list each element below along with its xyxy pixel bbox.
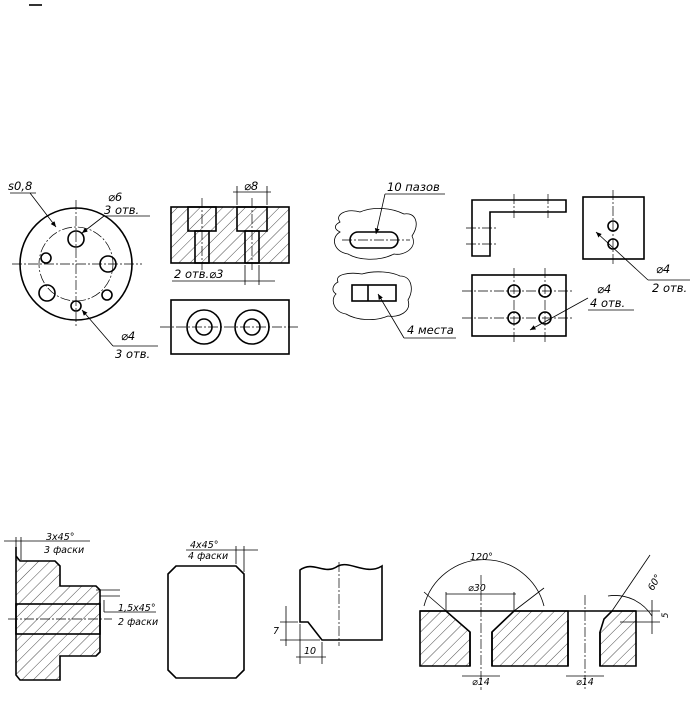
hole-small bbox=[70, 300, 82, 312]
label-chamfer3-count: 4 фаски bbox=[188, 551, 228, 562]
label-chamfer1-count: 3 фаски bbox=[44, 545, 84, 556]
plan-bore bbox=[186, 309, 222, 345]
leader-holes-a bbox=[595, 231, 649, 281]
label-chamfer2-count: 2 фаски bbox=[118, 617, 158, 628]
section-right bbox=[599, 610, 637, 667]
label-cs-d: ⌀30 bbox=[468, 583, 486, 594]
panel-d-bracket: ⌀4 2 отв. ⌀4 4 отв. bbox=[462, 190, 690, 342]
side-hole bbox=[607, 220, 619, 232]
base-hole bbox=[538, 284, 552, 298]
side-plate bbox=[582, 196, 645, 260]
label-step-w: 10 bbox=[304, 646, 316, 657]
step-profile bbox=[299, 563, 383, 641]
label-thickness: s0,8 bbox=[8, 179, 32, 193]
hole-small bbox=[40, 252, 52, 264]
label-hole-large-d: ⌀6 bbox=[108, 190, 122, 204]
label-bottom-note: 2 отв.⌀3 bbox=[174, 267, 223, 281]
label-holes-a-n: 2 отв. bbox=[652, 281, 687, 295]
label-cs-hole-d: ⌀14 bbox=[472, 677, 490, 688]
angle-leg bbox=[513, 587, 545, 612]
section-body bbox=[170, 206, 290, 264]
angle-leg bbox=[611, 554, 651, 612]
panel-b-block: ⌀8 2 отв.⌀3 bbox=[160, 179, 298, 355]
plate-outline bbox=[167, 565, 245, 679]
bracket-profile bbox=[471, 199, 567, 257]
hole-large bbox=[99, 255, 117, 273]
base-plate bbox=[471, 274, 567, 337]
hole-large bbox=[38, 284, 56, 302]
leader-hole-large bbox=[81, 215, 105, 234]
panel-c-slots: 10 пазов 4 места bbox=[332, 180, 456, 339]
plan-bore bbox=[195, 318, 213, 336]
label-chamfer1-size: 3x45° bbox=[46, 532, 75, 543]
base-hole bbox=[507, 284, 521, 298]
angle-arc-60 bbox=[607, 595, 653, 617]
part-chamfered-plate: 4x45° 4 фаски bbox=[167, 540, 258, 679]
label-chamfer3-size: 4x45° bbox=[190, 540, 219, 551]
label-hole-small-n: 3 отв. bbox=[115, 347, 150, 361]
angle-arc-120 bbox=[423, 559, 545, 607]
label-top-d: ⌀8 bbox=[244, 179, 258, 193]
leader-places bbox=[377, 293, 405, 339]
label-slots: 10 пазов bbox=[387, 180, 440, 194]
section-left bbox=[419, 610, 471, 667]
part-holes-section: 120° ⌀30 ⌀14 60° 5 ⌀14 bbox=[419, 552, 671, 690]
label-holes-b-d: ⌀4 bbox=[597, 282, 611, 296]
label-places: 4 места bbox=[407, 323, 454, 337]
rect-cutout bbox=[351, 284, 397, 302]
leader-holes-b bbox=[529, 297, 589, 331]
label-cb-hole-d: ⌀14 bbox=[576, 677, 594, 688]
section-mid bbox=[491, 610, 569, 667]
label-chamfer2-size: 1,5x45° bbox=[118, 603, 156, 614]
label-holes-b-n: 4 отв. bbox=[590, 296, 625, 310]
panel-a-flange: s0,8 ⌀6 3 отв. ⌀4 3 отв. bbox=[8, 179, 158, 361]
hole-large bbox=[67, 230, 85, 248]
label-cs-angle: 120° bbox=[470, 552, 493, 563]
angle-leg bbox=[423, 591, 447, 612]
label-hole-large-n: 3 отв. bbox=[104, 203, 139, 217]
plan-bore bbox=[243, 318, 261, 336]
base-hole bbox=[507, 311, 521, 325]
figure-1: s0,8 ⌀6 3 отв. ⌀4 3 отв. ⌀8 2 bbox=[8, 179, 690, 361]
label-step-h: 7 bbox=[273, 626, 279, 637]
leader-hole-small bbox=[81, 309, 114, 347]
hole-small bbox=[101, 289, 113, 301]
break-outline-top bbox=[334, 208, 417, 260]
label-hole-small-d: ⌀4 bbox=[121, 329, 135, 343]
label-holes-a-d: ⌀4 bbox=[656, 262, 670, 276]
plan-bore bbox=[234, 309, 270, 345]
label-cb-depth: 5 bbox=[661, 613, 671, 618]
break-outline-bottom bbox=[332, 271, 412, 320]
leader-thickness bbox=[29, 192, 57, 228]
part-chamfered-shaft: 3x45° 3 фаски 1,5x45° 2 фаски bbox=[4, 532, 158, 681]
leader-slots bbox=[374, 193, 386, 235]
figure-2: 3x45° 3 фаски 1,5x45° 2 фаски 4x45° 4 фа… bbox=[4, 532, 671, 690]
side-hole bbox=[607, 238, 619, 250]
shaft-profile bbox=[15, 547, 101, 681]
label-cb-angle: 60° bbox=[646, 573, 664, 593]
part-step: 7 10 bbox=[273, 562, 383, 664]
